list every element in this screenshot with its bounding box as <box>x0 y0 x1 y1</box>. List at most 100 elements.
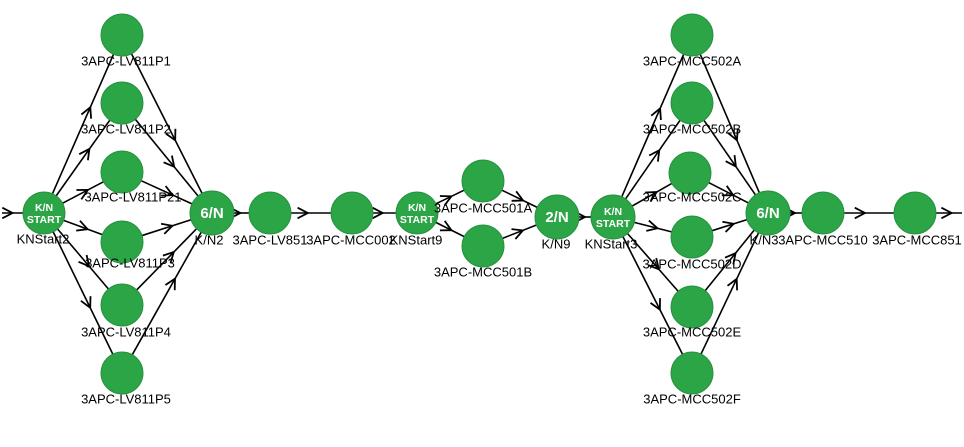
node-mcc002[interactable] <box>330 191 374 235</box>
edge-mcc501a-kn9 <box>501 189 538 209</box>
edge-lv811p1-kn2 <box>130 53 203 194</box>
arrowhead-icon <box>511 190 525 202</box>
edge-start9-mcc501b <box>435 220 465 238</box>
arrowhead-icon <box>940 206 954 220</box>
edge-lv811p21-kn2 <box>140 179 193 205</box>
arrowhead-icon <box>78 254 91 268</box>
node-start2[interactable] <box>22 191 66 235</box>
edge-mcc502f-kn3 <box>700 232 760 355</box>
node-lv811p2[interactable] <box>100 81 144 125</box>
node-group-mcc002: 3APC-MCC002 <box>306 191 396 247</box>
node-group-mcc502f: 3APC-MCC502F <box>643 351 741 406</box>
arrowhead-icon <box>649 298 661 312</box>
node-group-lv811p4: 3APC-LV811P4 <box>81 283 171 339</box>
edge-start3-mcc502b <box>624 119 681 200</box>
node-group-lv851: 3APC-LV851 <box>233 191 308 247</box>
edge-start9-mcc501a <box>435 189 465 207</box>
edge-start3-mcc502c <box>631 182 673 207</box>
arrowhead-icon <box>161 185 175 197</box>
edge-mcc502e-kn3 <box>704 229 755 292</box>
arrowhead-icon <box>645 191 659 203</box>
node-mcc502a[interactable] <box>670 13 714 57</box>
arrowhead-icon <box>76 220 90 232</box>
edge-start3-mcc502e <box>626 233 679 292</box>
node-kn2[interactable] <box>189 190 235 236</box>
node-mcc502b[interactable] <box>670 81 714 125</box>
node-label-mcc510: 3APC-MCC510 <box>778 232 868 247</box>
node-lv811p5[interactable] <box>100 351 144 395</box>
edge-mcc502d-kn3 <box>711 218 748 233</box>
arrowhead-icon <box>511 228 525 240</box>
node-lv811p1[interactable] <box>100 13 144 57</box>
edge-lv811p3-kn2 <box>141 218 192 237</box>
node-mcc502c[interactable] <box>668 151 712 195</box>
node-mcc502e[interactable] <box>670 285 714 329</box>
node-mcc501a[interactable] <box>461 159 505 203</box>
node-label-lv851: 3APC-LV851 <box>233 232 308 247</box>
node-group-mcc502a: 3APC-MCC502A <box>643 13 741 68</box>
node-label-lv811p4: 3APC-LV811P4 <box>81 324 171 339</box>
node-kn3[interactable] <box>745 190 791 236</box>
edge-mcc851-out <box>936 206 962 220</box>
edge-start2-lv811p3 <box>63 219 103 236</box>
node-mcc851[interactable] <box>893 191 937 235</box>
node-start3[interactable] <box>590 194 636 240</box>
arrowhead-icon <box>722 220 736 233</box>
node-lv811p21[interactable] <box>100 150 144 194</box>
arrowhead-icon <box>163 155 176 169</box>
edge-start3-mcc502d <box>634 219 672 233</box>
node-mcc510[interactable] <box>801 191 845 235</box>
node-mcc502f[interactable] <box>670 351 714 395</box>
node-mcc501b[interactable] <box>461 224 505 268</box>
node-mcc502d[interactable] <box>670 215 714 259</box>
node-lv851[interactable] <box>248 191 292 235</box>
arrowhead-icon <box>160 222 175 235</box>
node-group-kn3: 6/NK/N3 <box>745 190 791 247</box>
edge-lv811p5-kn2 <box>131 231 202 356</box>
node-label-start9: KNStart9 <box>390 232 443 247</box>
node-lv811p4[interactable] <box>100 283 144 327</box>
arrowhead-icon <box>1 206 15 220</box>
edge-mcc502c-kn3 <box>708 181 749 204</box>
arrowhead-icon <box>297 206 310 220</box>
node-group-mcc501a: 3APC-MCC501A <box>434 159 533 215</box>
node-group-mcc502b: 3APC-MCC502B <box>643 81 741 136</box>
node-group-lv811p5: 3APC-LV811P5 <box>81 351 171 406</box>
edge-mcc502a-kn3 <box>699 53 761 194</box>
arrowhead-icon <box>727 128 739 142</box>
arrowhead-icon <box>725 154 738 169</box>
node-group-lv811p1: 3APC-LV811P1 <box>81 13 171 68</box>
edge-start2-lv811p2 <box>55 119 111 197</box>
edge-lv851-mcc002 <box>291 206 331 220</box>
node-label-mcc002: 3APC-MCC002 <box>306 232 396 247</box>
node-group-kn9: 2/NK/N9 <box>534 194 580 251</box>
edge-mcc510-mcc851 <box>844 206 894 220</box>
node-label-mcc851: 3APC-MCC851 <box>872 232 962 247</box>
node-group-lv811p2: 3APC-LV811P2 <box>81 81 171 136</box>
arrowhead-icon <box>854 206 867 220</box>
arrowhead-icon <box>80 296 92 310</box>
edge-start2-lv811p5 <box>52 231 114 355</box>
arrowhead-icon <box>164 277 176 291</box>
arrowhead-icon <box>648 148 661 162</box>
arrowhead-icon <box>646 219 660 232</box>
node-group-mcc502e: 3APC-MCC502E <box>643 285 741 339</box>
node-start9[interactable] <box>395 191 439 235</box>
edge-lv811p4-kn2 <box>136 228 198 291</box>
arrowhead-icon <box>724 251 737 265</box>
edge-in-start2 <box>1 206 23 220</box>
node-label-mcc501a: 3APC-MCC501A <box>434 200 533 215</box>
arrowhead-icon <box>647 257 661 271</box>
arrowhead-icon <box>165 128 177 143</box>
edge-lv811p2-kn2 <box>134 118 199 197</box>
edge-start2-lv811p4 <box>56 228 110 290</box>
arrowhead-icon <box>721 185 736 197</box>
arrowhead-icon <box>439 195 454 207</box>
node-lv811p3[interactable] <box>100 220 144 264</box>
node-kn9[interactable] <box>534 194 580 240</box>
